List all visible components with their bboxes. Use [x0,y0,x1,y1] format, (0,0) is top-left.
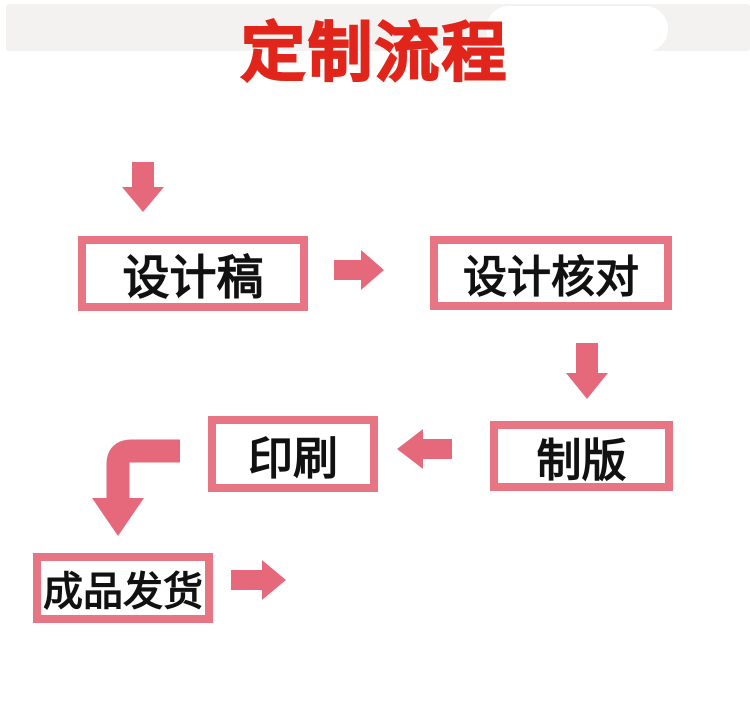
arrow-down-icon [566,343,608,399]
page-title: 定制流程 [240,16,509,90]
arrow-right-icon [231,559,286,601]
flow-box-plate-making: 制版 [490,421,673,491]
flow-box-label: 设计稿 [122,251,264,304]
flow-box-label: 成品发货 [43,570,203,614]
flow-box-printing: 印刷 [208,416,378,492]
flow-box-label: 制版 [536,434,627,486]
flow-box-shipping: 成品发货 [33,553,213,623]
flow-box-label: 印刷 [247,432,338,484]
flow-box-design-draft: 设计稿 [78,236,308,311]
arrow-down-icon [122,162,164,212]
background-highlight [486,6,668,52]
arrow-right-icon [334,249,384,291]
flow-box-label: 设计核对 [463,253,639,302]
arrow-elbow-down-icon [85,436,185,540]
flow-box-design-check: 设计核对 [430,236,672,310]
arrow-left-icon [397,428,452,470]
